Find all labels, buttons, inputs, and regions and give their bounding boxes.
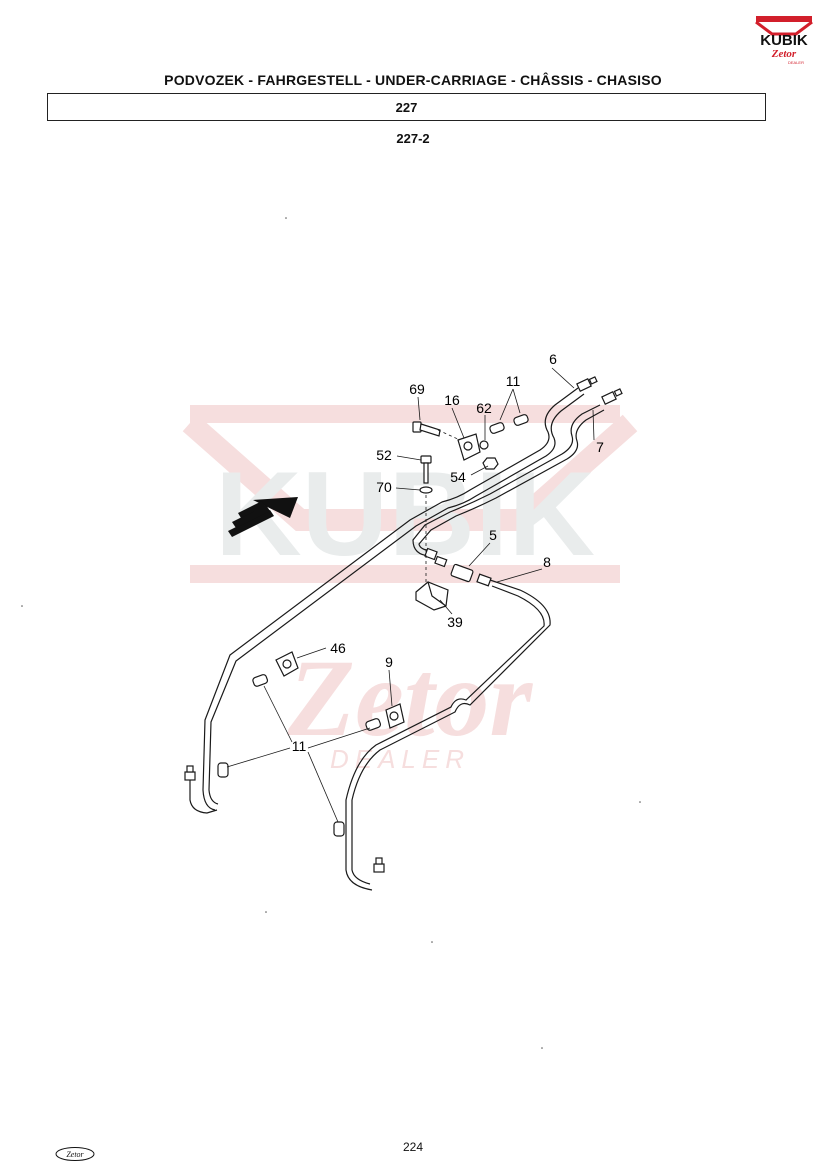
pipe-end-fittings: [184, 376, 623, 873]
callout-8: 8: [543, 554, 551, 570]
watermark-maker: Zetor: [287, 637, 534, 759]
callout-16: 16: [444, 392, 460, 408]
bracket-39: [415, 581, 449, 611]
clamp-46: [275, 651, 299, 677]
callout-6: 6: [549, 351, 557, 367]
logo-brand: KUBIK: [760, 32, 808, 49]
sleeves-11-top: [489, 414, 529, 434]
leader-lines: [226, 367, 595, 823]
watermark-brand: KUBIK: [215, 447, 595, 581]
direction-arrow-icon: [228, 497, 298, 537]
sleeves-11-bottom: [217, 674, 382, 837]
connector-5: [434, 555, 474, 583]
logo-tag: DEALER: [788, 60, 804, 65]
brake-tube-8: [345, 579, 551, 891]
callout-46: 46: [330, 640, 346, 656]
bolt-52: [420, 455, 432, 484]
callout-5: 5: [489, 527, 497, 543]
page-number: 224: [402, 1140, 424, 1154]
callout-39: 39: [447, 614, 463, 630]
stamp-text: Zetor: [66, 1150, 84, 1159]
assembly-line: [437, 429, 461, 441]
washer-70: [419, 486, 433, 494]
bolt-69: [412, 421, 441, 437]
callout-9: 9: [385, 654, 393, 670]
brake-tube-6: [189, 387, 585, 814]
kubik-logo: KUBIK Zetor DEALER: [755, 16, 813, 65]
nut-62: [479, 440, 489, 450]
group-number: 227: [395, 100, 418, 115]
callouts: 6 7 69 16 62 11 52 54 70 5 8 39 46 9 11: [292, 351, 604, 754]
watermark-tag: DEALER: [330, 744, 470, 774]
zetor-stamp-icon: Zetor: [55, 1147, 95, 1161]
callout-54: 54: [450, 469, 466, 485]
callout-69: 69: [409, 381, 425, 397]
page-title: PODVOZEK - FAHRGESTELL - UNDER-CARRIAGE …: [164, 72, 662, 88]
callout-62: 62: [476, 400, 492, 416]
logo-maker: Zetor: [771, 48, 797, 60]
clamp-16: [457, 433, 481, 461]
callout-7: 7: [596, 439, 604, 455]
figure-number: 227-2: [396, 131, 430, 146]
callout-52: 52: [376, 447, 392, 463]
callout-11-top: 11: [506, 373, 521, 389]
callout-70: 70: [376, 479, 392, 495]
clamp-9: [385, 703, 405, 729]
brake-tube-7: [412, 404, 605, 557]
group-frame: [47, 93, 766, 121]
scan-dots: [21, 217, 641, 1049]
callout-11-bottom: 11: [292, 738, 307, 754]
